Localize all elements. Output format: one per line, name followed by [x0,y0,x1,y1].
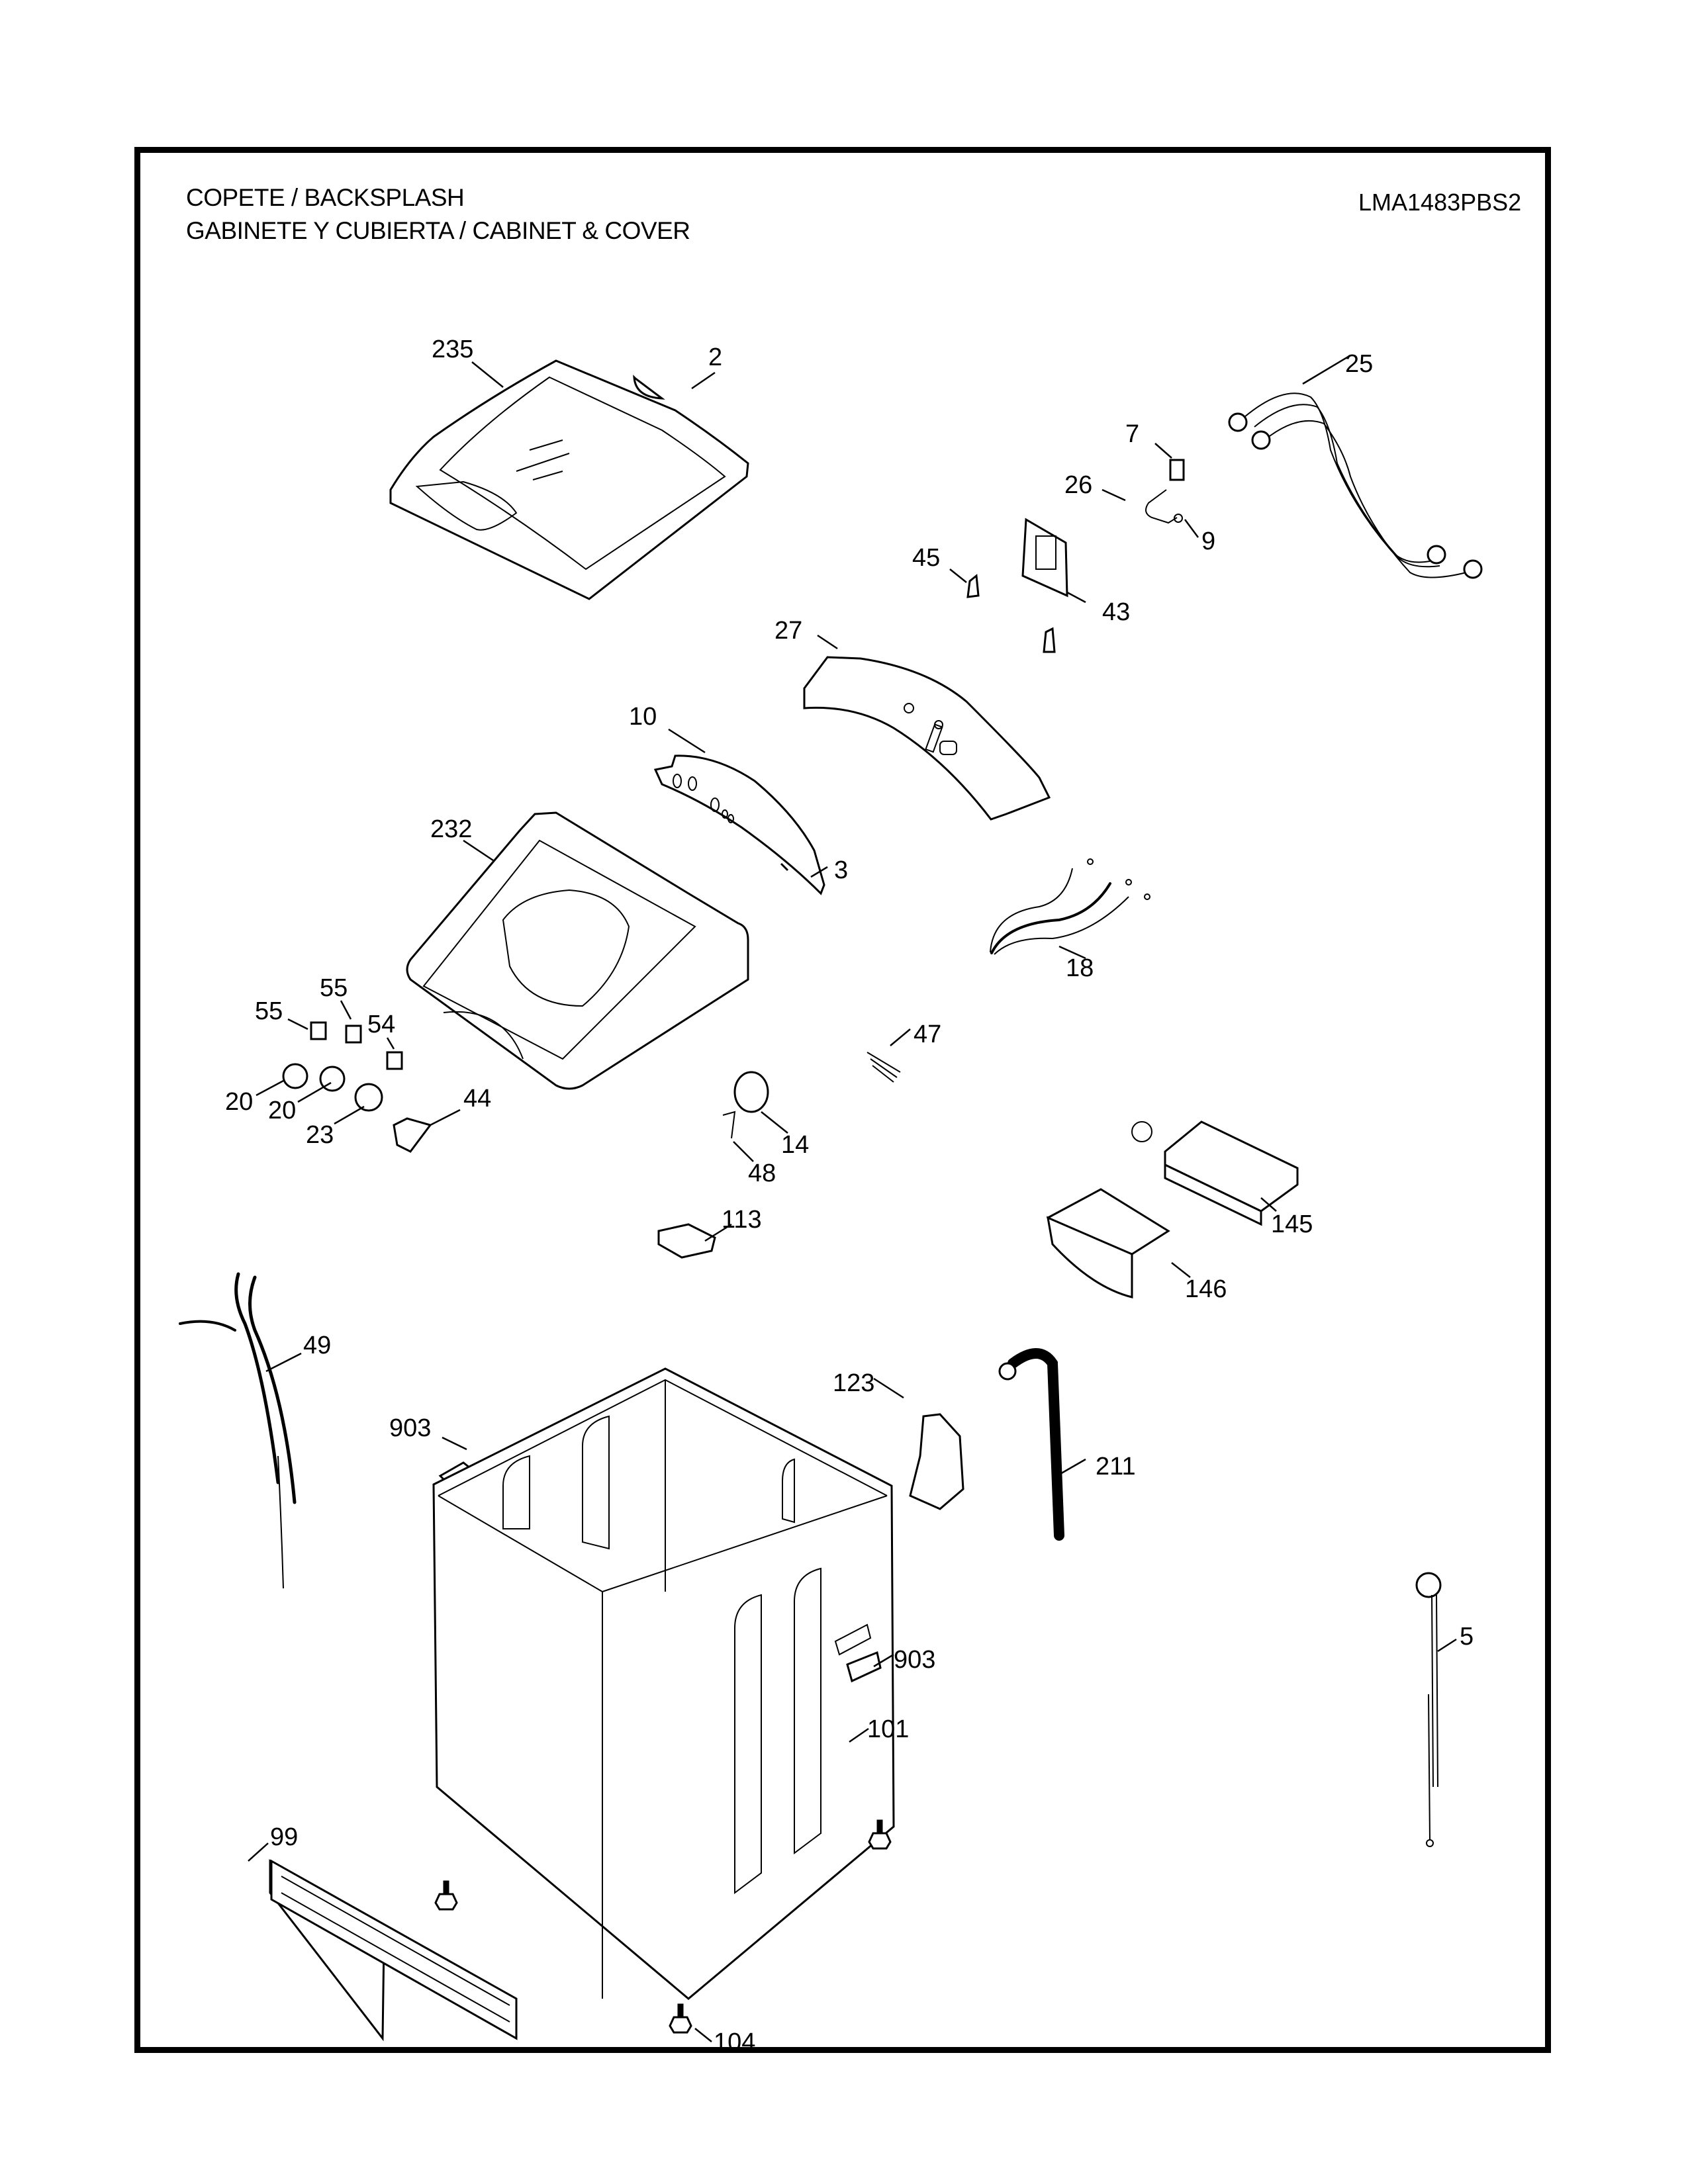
callout-20a: 20 [225,1088,253,1116]
leader-lines [248,354,1457,2042]
callout-7: 7 [1125,420,1139,448]
callout-20b: 20 [268,1097,296,1124]
callout-14: 14 [781,1131,809,1159]
part-drain-bracket[interactable] [909,1413,964,1510]
callout-labels: 235 2 25 7 26 9 45 43 27 10 232 3 18 55 … [225,336,1474,2056]
callout-18: 18 [1066,954,1094,982]
part-cabinet-plug-side[interactable] [846,1651,882,1683]
callout-26: 26 [1064,471,1092,499]
callout-5: 5 [1460,1623,1474,1651]
part-pressure-switch[interactable] [733,1071,769,1113]
part-button-board[interactable] [393,1117,432,1153]
callout-10: 10 [629,703,657,731]
part-water-valve[interactable] [1169,459,1185,481]
part-control-board[interactable] [1021,518,1068,598]
callout-48: 48 [748,1160,776,1187]
part-backsplash[interactable] [803,656,1051,821]
part-lid[interactable] [389,359,749,600]
part-switch-a[interactable] [310,1021,327,1040]
callout-235: 235 [432,336,473,363]
callout-9: 9 [1201,527,1215,555]
callout-44: 44 [463,1085,491,1113]
part-pressure-hose-clip[interactable] [722,1111,736,1139]
part-wire-connector[interactable] [867,1052,901,1083]
part-knob-c[interactable] [354,1083,383,1112]
part-bracket-clip-b[interactable] [1043,627,1056,653]
diagram-frame [134,147,1551,2053]
callout-146: 146 [1185,1275,1227,1303]
part-ground-wires[interactable] [990,858,1150,955]
part-top-cover[interactable] [406,811,749,1090]
part-base-trim[interactable] [269,1859,518,2042]
part-lid-handle-cap[interactable] [633,375,665,400]
callout-54: 54 [367,1011,395,1038]
part-dispenser-drawer[interactable] [1047,1188,1170,1298]
callout-49: 49 [303,1332,331,1359]
part-hose-clamp[interactable] [1174,514,1183,523]
part-knob-a[interactable] [282,1063,308,1089]
part-switch-c[interactable] [386,1051,403,1070]
callout-113: 113 [722,1206,762,1234]
callout-47: 47 [914,1021,941,1048]
part-switch-b[interactable] [345,1024,362,1044]
part-leveling-feet[interactable] [434,1819,892,2034]
callout-232: 232 [430,815,472,843]
callout-55b: 55 [320,974,348,1002]
callout-55a: 55 [255,997,283,1025]
part-power-cord[interactable] [1415,1572,1442,1847]
callout-145: 145 [1271,1210,1313,1238]
part-control-panel-overlay[interactable] [653,754,825,895]
callout-25: 25 [1345,350,1373,378]
part-dispenser-housing[interactable] [1131,1120,1299,1226]
part-bracket-clip[interactable] [966,574,980,598]
part-cabinet[interactable] [432,1367,895,2000]
part-screw[interactable] [780,862,789,872]
part-drain-hose[interactable] [998,1348,1064,1541]
callout-211: 211 [1096,1453,1136,1480]
callout-123: 123 [833,1369,874,1397]
callout-45: 45 [912,544,940,572]
section-title-cabinet-cover: GABINETE Y CUBIERTA / CABINET & COVER [186,217,690,244]
callout-43: 43 [1102,598,1130,626]
section-title-backsplash: COPETE / BACKSPLASH [186,184,465,211]
callout-3: 3 [834,856,848,884]
callout-27: 27 [774,617,802,645]
part-valve-hose[interactable] [1145,489,1178,524]
callout-99: 99 [270,1823,298,1851]
part-lid-switch[interactable] [657,1223,716,1259]
callout-23: 23 [306,1121,334,1149]
callout-104: 104 [714,2028,755,2056]
callout-903-side: 903 [894,1646,935,1674]
model-number: LMA1483PBS2 [1358,189,1522,216]
callout-101: 101 [867,1715,909,1743]
callout-903-top: 903 [389,1414,431,1442]
part-inlet-hoses[interactable] [1228,392,1483,579]
part-wire-harness[interactable] [179,1272,297,1589]
callout-2: 2 [708,343,722,371]
